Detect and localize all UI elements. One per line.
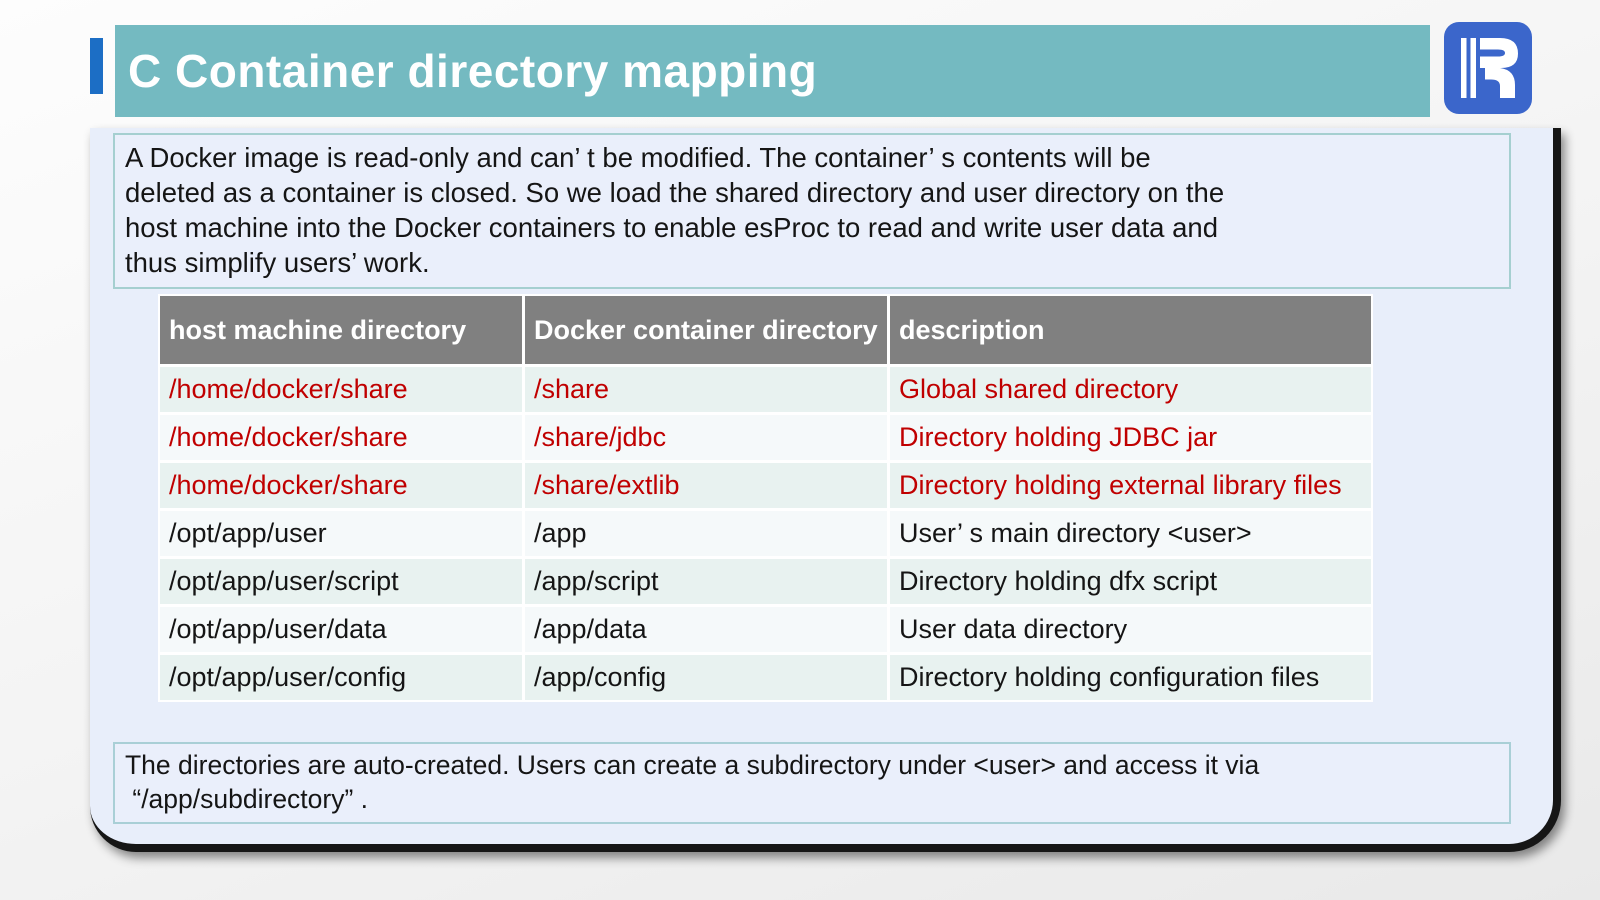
cell-host: /opt/app/user/config (160, 655, 522, 700)
slide-card: A Docker image is read-only and can’ t b… (90, 128, 1561, 852)
cell-container: /app/data (525, 607, 887, 652)
cell-description: Directory holding JDBC jar (890, 415, 1371, 460)
cell-container: /app/config (525, 655, 887, 700)
cell-description: Global shared directory (890, 367, 1371, 412)
page-title: C Container directory mapping (128, 45, 818, 97)
cell-container: /app (525, 511, 887, 556)
cell-container: /share/extlib (525, 463, 887, 508)
header-cell: host machine directory (160, 296, 522, 364)
header-cell: description (890, 296, 1371, 364)
header-cell: Docker container directory (525, 296, 887, 364)
note-text-box: The directories are auto-created. Users … (113, 742, 1511, 824)
cell-description: User data directory (890, 607, 1371, 652)
cell-container: /share/jdbc (525, 415, 887, 460)
cell-description: Directory holding configuration files (890, 655, 1371, 700)
cell-host: /opt/app/user (160, 511, 522, 556)
cell-container: /app/script (525, 559, 887, 604)
title-accent-bar (90, 38, 103, 94)
intro-text-box: A Docker image is read-only and can’ t b… (113, 133, 1511, 289)
cell-host: /home/docker/share (160, 415, 522, 460)
cell-host: /opt/app/user/data (160, 607, 522, 652)
cell-description: User’ s main directory <user> (890, 511, 1371, 556)
cell-description: Directory holding external library files (890, 463, 1371, 508)
raqsoft-logo (1444, 22, 1532, 114)
cell-container: /share (525, 367, 887, 412)
cell-host: /home/docker/share (160, 367, 522, 412)
logo-r-icon (1444, 22, 1532, 114)
title-bar: C Container directory mapping (115, 25, 1430, 117)
cell-host: /opt/app/user/script (160, 559, 522, 604)
cell-host: /home/docker/share (160, 463, 522, 508)
cell-description: Directory holding dfx script (890, 559, 1371, 604)
